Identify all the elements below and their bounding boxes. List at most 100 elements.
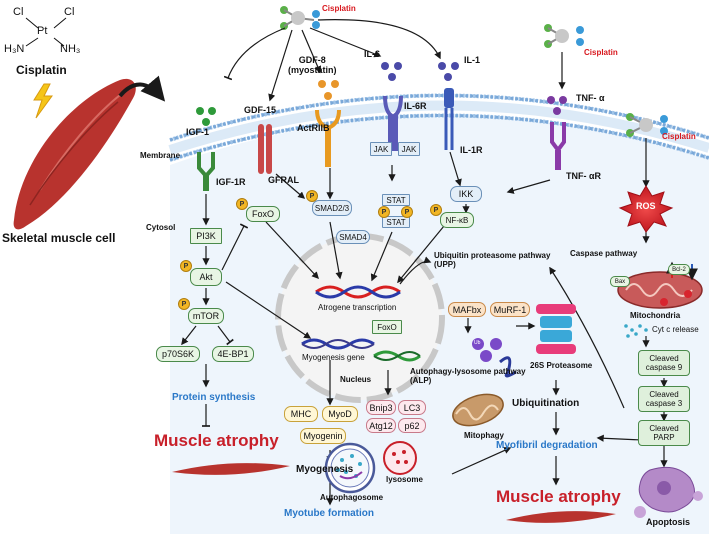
il6r-label: IL-6R: [404, 101, 427, 111]
myogenesis-label: Myogenesis: [296, 464, 354, 475]
mitophagy-label: Mitophagy: [464, 431, 504, 440]
cytosol-label: Cytosol: [146, 223, 176, 232]
apoptosis-label: Apoptosis: [646, 517, 690, 527]
il1-ligand-dots: [438, 62, 459, 81]
muscle-atrophy-center-label: Muscle atrophy: [496, 487, 621, 506]
smad-phospho: P: [306, 190, 318, 202]
skeletal-muscle-label: Skeletal muscle cell: [2, 231, 116, 245]
igf1r-label: IGF-1R: [216, 177, 246, 187]
bax-box: Bax: [610, 276, 630, 287]
mitophagy-icon: [452, 393, 504, 427]
membrane-label: Membrane: [140, 151, 181, 160]
formula-cl-left: Cl: [13, 6, 24, 18]
bnip3-box: Bnip3: [366, 400, 396, 415]
mhc-box: MHC: [284, 406, 318, 422]
apoptotic-cell-icon: [634, 466, 703, 518]
nuclear-foxo-box: FoxO: [372, 320, 402, 334]
stat-box-top: STAT: [382, 194, 410, 206]
mtor-box: mTOR: [188, 308, 224, 324]
nucleus-label: Nucleus: [340, 375, 372, 384]
p70s6k-box: p70S6K: [156, 346, 200, 362]
gdf8-ligand-dots: [318, 80, 339, 100]
akt-box: Akt: [190, 268, 222, 286]
mtor-phospho: P: [178, 298, 190, 310]
cisplatin-label-right-mid: Cisplatin: [662, 132, 696, 141]
tnfar-label: TNF- αR: [566, 171, 602, 181]
lysosome-label: lysosome: [386, 475, 423, 484]
igf1-ligand-dots: [196, 107, 216, 126]
atrogene-dna: [315, 285, 401, 299]
ros-label: ROS: [636, 201, 656, 211]
cisplatin-label-right-top: Cisplatin: [584, 48, 618, 57]
cytc-release-label: Cyt c release: [652, 325, 699, 334]
cisplatin-label-top: Cisplatin: [322, 4, 356, 13]
formula-cl-right: Cl: [64, 6, 75, 18]
cisplatin-molecule-right-top: [544, 24, 584, 48]
ubiquitin-chain: [472, 338, 517, 378]
stat-box-bottom: STAT: [382, 216, 410, 228]
cisplatin-title: Cisplatin: [16, 63, 67, 77]
cleaved-caspase9-box: Cleaved caspase 9: [638, 350, 690, 376]
4ebp1-box: 4E-BP1: [212, 346, 254, 362]
cisplatin-molecule-right-mid: [626, 113, 668, 137]
cisplatin-molecule-top: [280, 6, 320, 30]
tnfar-receptor: [550, 122, 566, 170]
il6r-receptor: [383, 95, 403, 151]
p62-box: p62: [398, 418, 426, 433]
il1r-label: IL-1R: [460, 145, 483, 155]
tnfa-label: TNF- α: [576, 93, 605, 103]
gfral-receptor: [258, 124, 272, 174]
formula-nh3: NH₃: [60, 43, 81, 55]
cleaved-parp-box: Cleaved PARP: [638, 420, 690, 446]
gdf15-label: GDF-15: [244, 105, 277, 115]
actriib-receptor: [315, 109, 341, 167]
smad4-box: SMAD4: [336, 230, 370, 244]
cleaved-caspase3-box: Cleaved caspase 3: [638, 386, 690, 412]
igf1-label: IGF-1: [186, 127, 210, 137]
lightning-icon: [33, 83, 53, 119]
il6-label: IL-6: [364, 49, 381, 59]
actriib-label: ActRIIB: [297, 123, 330, 133]
smad23-box: SMAD2/3: [312, 200, 352, 216]
il6-ligand-dots: [381, 62, 402, 81]
myogenesis-gene-label: Myogenesis gene: [302, 353, 365, 362]
myotube-formation-label: Myotube formation: [284, 508, 374, 519]
proteasome-icon: [536, 304, 576, 354]
muscle-to-cell-arrow: [118, 75, 166, 102]
jak-box-right: JAK: [398, 142, 420, 156]
bcl2-box: Bcl-2: [668, 264, 690, 275]
atrogene-label: Atrogene transcription: [318, 303, 397, 312]
ikk-box: IKK: [450, 186, 482, 202]
alp-title: Autophagy-lysosome pathway (ALP): [410, 367, 526, 385]
upp-title: Ubiquitin proteasome pathway (UPP): [434, 251, 551, 269]
myofibril-degradation-label: Myofibril degradation: [496, 440, 598, 451]
myogenin-box: Myogenin: [300, 428, 346, 444]
gdf8-label: GDF-8 (myostatin): [288, 55, 337, 75]
tnfa-ligand-dots: [547, 96, 567, 115]
jak-box-left: JAK: [370, 142, 392, 156]
pi3k-box: PI3K: [190, 228, 222, 244]
atrophy-fiber-center: [506, 511, 616, 523]
cytc-dots: [624, 324, 648, 338]
il1-label: IL-1: [464, 55, 481, 65]
ubiquitination-label: Ubiquitination: [512, 398, 580, 409]
ros-burst-icon: [618, 185, 674, 233]
myod-box: MyoD: [322, 406, 358, 422]
lysosome-icon: [383, 441, 417, 475]
gfral-label: GFRAL: [268, 175, 299, 185]
stat-phospho-left: P: [378, 206, 390, 218]
caspase-pathway-label: Caspase pathway: [570, 249, 638, 258]
muscle-atrophy-left-label: Muscle atrophy: [154, 431, 279, 450]
igf1r-receptor: [197, 152, 215, 191]
mitochondria-icon: [617, 261, 703, 309]
stat-phospho-right: P: [401, 206, 413, 218]
ub-tag: Ub: [474, 340, 481, 346]
myogenesis-dna: [301, 338, 375, 350]
foxo-box: FoxO: [246, 206, 280, 222]
murf1-box: MuRF-1: [490, 302, 530, 317]
autophagosome-label: Autophagosome: [320, 493, 384, 502]
formula-h3n: H₃N: [4, 43, 25, 55]
skeletal-muscle-icon: [13, 78, 136, 230]
